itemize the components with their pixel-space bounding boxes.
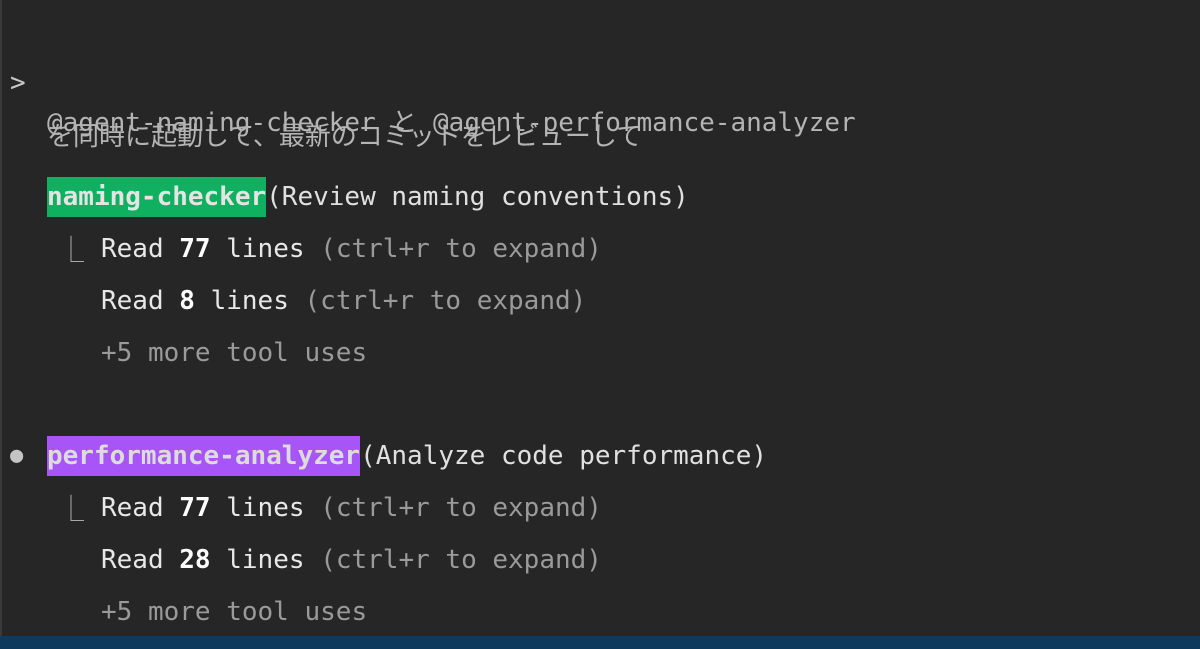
- more-tool-uses[interactable]: +5 more tool uses: [101, 338, 368, 368]
- tool-unit: lines: [210, 286, 289, 316]
- tool-verb: Read: [101, 286, 164, 316]
- tool-unit: lines: [226, 493, 305, 523]
- tool-unit: lines: [226, 234, 305, 264]
- expand-hint: (ctrl+r to expand): [304, 286, 587, 316]
- tool-line-count: 28: [179, 545, 211, 575]
- tool-unit: lines: [226, 545, 305, 575]
- tool-verb: Read: [101, 545, 164, 575]
- tool-use-item[interactable]: Read 28 lines (ctrl+r to expand): [101, 540, 602, 580]
- prompt-continuation: を同時に起動して、最新のコミットをレビューして: [0, 77, 642, 152]
- expand-hint: (ctrl+r to expand): [320, 545, 602, 575]
- agent-header-naming-checker[interactable]: naming-checker(Review naming conventions…: [47, 177, 689, 217]
- running-status-dot-icon: ●: [10, 443, 24, 468]
- prompt-text-line-2: を同時に起動して、最新のコミットをレビューして: [47, 122, 643, 152]
- expand-hint: (ctrl+r to expand): [320, 493, 602, 523]
- left-border: [0, 0, 2, 636]
- agent-name-badge: performance-analyzer: [47, 436, 361, 476]
- tree-branch-icon: ⎿: [58, 236, 85, 266]
- prompt-text-line-1: @agent-naming-checker と @agent-performan…: [47, 108, 856, 138]
- prompt-symbol: >: [10, 68, 26, 98]
- expand-hint: (ctrl+r to expand): [320, 234, 602, 264]
- tool-line-count: 77: [179, 234, 211, 264]
- tool-line-count: 8: [179, 286, 195, 316]
- tool-use-item[interactable]: Read 8 lines (ctrl+r to expand): [101, 281, 586, 321]
- tool-use-item[interactable]: Read 77 lines (ctrl+r to expand): [101, 229, 602, 269]
- tool-verb: Read: [101, 234, 164, 264]
- agent-header-performance-analyzer[interactable]: performance-analyzer(Analyze code perfor…: [47, 436, 767, 476]
- agent-task-description: (Analyze code performance): [360, 441, 768, 471]
- tree-branch-icon: ⎿: [58, 495, 85, 525]
- tool-use-item[interactable]: Read 77 lines (ctrl+r to expand): [101, 488, 602, 528]
- agent-task-description: (Review naming conventions): [266, 182, 689, 212]
- tool-line-count: 77: [179, 493, 211, 523]
- status-bar: [0, 636, 1200, 649]
- tool-verb: Read: [101, 493, 164, 523]
- more-tool-uses[interactable]: +5 more tool uses: [101, 597, 368, 627]
- prompt-line: > @agent-naming-checker と @agent-perform…: [0, 23, 856, 138]
- agent-name-badge: naming-checker: [47, 177, 267, 217]
